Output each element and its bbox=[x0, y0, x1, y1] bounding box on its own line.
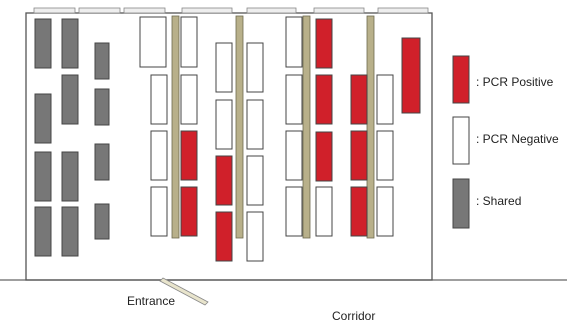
pcr-negative-room bbox=[150, 186, 168, 237]
pcr-negative-room bbox=[315, 186, 333, 237]
pcr-positive-room bbox=[315, 74, 333, 125]
partition-wall bbox=[235, 15, 244, 239]
pcr-negative-room bbox=[139, 16, 167, 68]
pcr-negative-room bbox=[376, 74, 394, 125]
pcr-positive-room bbox=[350, 186, 368, 237]
roof-vent bbox=[377, 7, 429, 14]
shared-room bbox=[94, 42, 110, 80]
pcr-negative-room bbox=[150, 74, 168, 125]
pcr-negative-room bbox=[285, 130, 303, 181]
legend-shared-label: : Shared bbox=[476, 194, 522, 208]
legend-negative-swatch bbox=[452, 116, 470, 165]
roof-vent bbox=[78, 7, 121, 14]
pcr-negative-room bbox=[180, 16, 198, 68]
pcr-negative-room bbox=[376, 130, 394, 181]
roof-vent bbox=[123, 7, 166, 14]
pcr-positive-room bbox=[350, 130, 368, 181]
pcr-positive-room bbox=[350, 74, 368, 125]
pcr-positive-room bbox=[180, 130, 198, 181]
entrance-label: Entrance bbox=[127, 294, 176, 308]
legend-positive-swatch bbox=[452, 55, 470, 104]
roof-vent bbox=[181, 7, 233, 14]
shared-room bbox=[61, 18, 79, 69]
pcr-positive-room bbox=[401, 37, 421, 114]
pcr-negative-room bbox=[246, 99, 264, 150]
shared-room bbox=[61, 206, 79, 257]
pcr-negative-room bbox=[376, 186, 394, 237]
legend-positive-label: : PCR Positive bbox=[476, 75, 554, 89]
shared-room bbox=[94, 88, 110, 126]
roof-vent bbox=[246, 7, 297, 14]
shared-room bbox=[34, 93, 52, 144]
pcr-positive-room bbox=[215, 211, 233, 262]
shared-room bbox=[34, 18, 52, 69]
corridor-label: Corridor bbox=[332, 309, 376, 323]
shared-room bbox=[61, 151, 79, 202]
shared-room bbox=[34, 206, 52, 257]
shared-room bbox=[34, 151, 52, 202]
shared-room bbox=[94, 203, 110, 240]
partition-wall bbox=[171, 15, 180, 239]
partition-wall bbox=[302, 15, 311, 239]
pcr-negative-room bbox=[285, 74, 303, 125]
pcr-negative-room bbox=[285, 186, 303, 237]
entrance-ramp bbox=[159, 277, 209, 306]
pcr-negative-room bbox=[150, 130, 168, 181]
legend-shared-swatch bbox=[452, 178, 470, 229]
pcr-negative-room bbox=[285, 16, 303, 68]
pcr-negative-room bbox=[215, 42, 233, 93]
pcr-negative-room bbox=[215, 99, 233, 150]
pcr-negative-room bbox=[246, 155, 264, 206]
shared-room bbox=[61, 74, 79, 125]
roof-vent bbox=[33, 7, 76, 14]
roof-vent bbox=[313, 7, 365, 14]
pcr-positive-room bbox=[315, 131, 333, 182]
pcr-negative-room bbox=[246, 42, 264, 93]
legend-negative-label: : PCR Negative bbox=[476, 132, 559, 146]
partition-wall bbox=[366, 15, 375, 239]
pcr-positive-room bbox=[180, 186, 198, 237]
shared-room bbox=[94, 143, 110, 181]
pcr-negative-room bbox=[180, 74, 198, 125]
pcr-positive-room bbox=[215, 155, 233, 206]
pcr-positive-room bbox=[315, 18, 333, 69]
pcr-negative-room bbox=[246, 211, 264, 262]
